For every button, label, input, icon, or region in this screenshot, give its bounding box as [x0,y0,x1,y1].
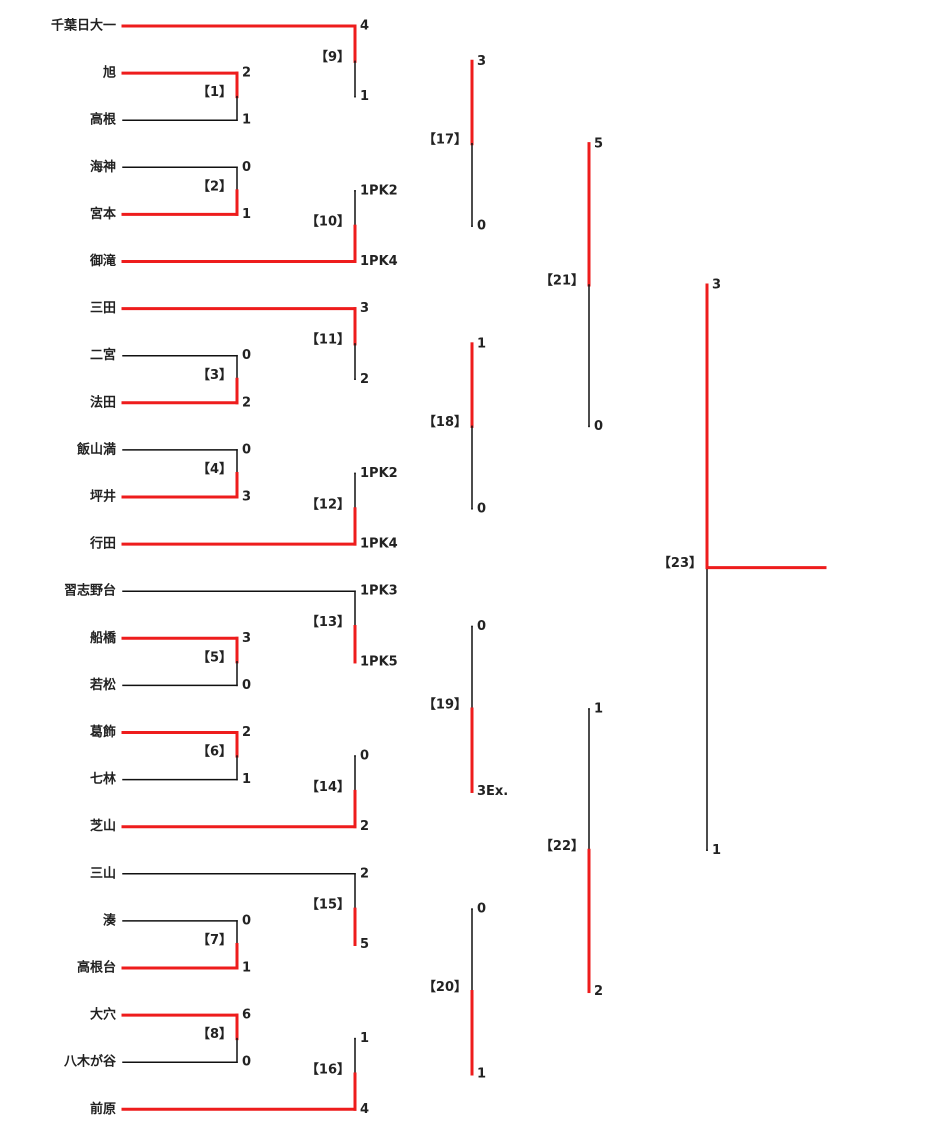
score: 0 [477,902,486,917]
score: 0 [242,1055,251,1070]
score: 4 [360,1102,369,1117]
team-name: 八木が谷 [63,1054,117,1070]
match-label: 【7】 [197,932,232,948]
score: 1 [360,89,369,104]
match-label: 【13】 [306,614,350,630]
team-name: 高根 [90,112,117,128]
score: 2 [242,395,251,410]
match-label: 【4】 [197,461,232,477]
score: 4 [360,19,369,34]
score: 1 [360,1031,369,1046]
team-name: 御滝 [89,253,116,269]
score: 0 [242,442,251,457]
team-name: 七林 [90,771,116,787]
score: 1 [242,772,251,787]
score: 1PK2 [360,466,398,481]
score: 1 [477,336,486,351]
team-name: 習志野台 [64,583,116,599]
match-label: 【16】 [306,1061,350,1077]
match-label: 【19】 [423,696,467,712]
team-name: 高根台 [77,960,116,976]
match-label: 【17】 [423,131,467,147]
score: 1 [594,701,603,716]
match-label: 【22】 [540,838,584,854]
team-name: 芝山 [90,818,116,834]
score: 0 [242,348,251,363]
match-label: 【15】 [306,897,350,913]
team-name: 旭 [102,65,116,81]
match-label: 【12】 [306,496,350,512]
team-name: 法田 [90,394,116,410]
score: 6 [242,1008,251,1023]
score: 2 [242,725,251,740]
score: 2 [360,866,369,881]
score: 2 [242,66,251,81]
score: 2 [360,819,369,834]
score: 3 [360,301,369,316]
score: 1 [477,1066,486,1081]
score: 0 [477,619,486,634]
match-label: 【11】 [306,331,350,347]
team-name: 行田 [89,536,116,552]
team-name: 若松 [89,677,116,693]
team-name: 千葉日大一 [51,18,116,34]
score: 0 [477,501,486,516]
score: 5 [594,136,603,151]
score: 3 [477,54,486,69]
score: 0 [242,160,251,175]
match-label: 【21】 [540,273,584,289]
score: 0 [360,749,369,764]
team-name: 坪井 [90,489,116,505]
match-label: 【2】 [197,178,232,194]
team-name: 葛飾 [89,724,116,740]
team-name: 三山 [90,865,116,881]
match-label: 【20】 [423,979,467,995]
score: 2 [360,372,369,387]
match-label: 【9】 [315,49,350,65]
score: 1 [242,961,251,976]
score: 0 [477,219,486,234]
score: 0 [594,419,603,434]
score: 3 [242,631,251,646]
score: 1 [712,843,721,858]
match-label: 【3】 [197,367,232,383]
team-name: 大穴 [90,1007,116,1023]
score: 1 [242,207,251,222]
score: 3 [242,490,251,505]
team-name: 宮本 [90,206,116,222]
score: 1PK4 [360,254,398,269]
score: 3Ex. [477,784,508,799]
match-label: 【23】 [658,555,702,571]
team-name: 三田 [90,301,116,316]
score: 5 [360,937,369,952]
score: 1PK5 [360,654,398,669]
score: 0 [242,913,251,928]
score: 1PK2 [360,183,398,198]
score: 1PK3 [360,584,398,599]
match-label: 【6】 [197,744,232,760]
match-label: 【1】 [197,84,232,100]
team-name: 湊 [103,912,117,928]
score: 1 [242,113,251,128]
match-label: 【8】 [197,1026,232,1042]
team-name: 前原 [90,1101,116,1117]
match-label: 【5】 [197,649,232,665]
team-name: 船橋 [90,630,117,646]
match-label: 【14】 [306,779,350,795]
match-label: 【18】 [423,414,467,430]
bracket-labels: 千葉日大一旭高根海神宮本御滝三田二宮法田飯山満坪井行田習志野台船橋若松葛飾七林芝… [51,18,721,1117]
score: 1PK4 [360,537,398,552]
match-label: 【10】 [306,214,350,230]
team-name: 二宮 [90,347,116,363]
team-name: 飯山満 [76,441,116,457]
score: 3 [712,278,721,293]
score: 0 [242,678,251,693]
team-name: 海神 [90,159,116,175]
score: 2 [594,984,603,999]
bracket-lines [121,24,827,1111]
